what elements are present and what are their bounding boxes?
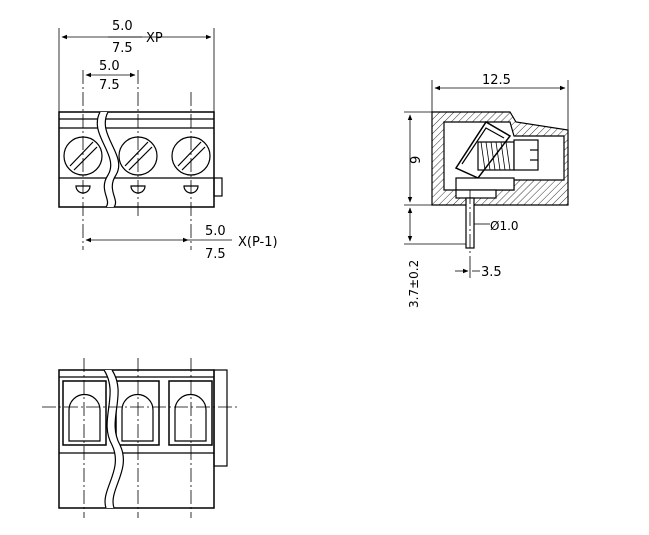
side-wire-clamp: [454, 120, 512, 179]
front-body-outline: [58, 111, 215, 208]
front-latch: [213, 177, 223, 197]
top-latch: [213, 369, 228, 467]
front-break-mask: [97, 112, 119, 207]
front-dim-single-bottom: 7.5: [99, 78, 120, 93]
top-break-line-left: [103, 369, 116, 509]
top-entry-1: [62, 380, 107, 446]
side-dim-pin-length: 3.7±0.2: [407, 260, 421, 308]
top-entry-3: [168, 380, 213, 446]
side-screw-head: [513, 139, 539, 171]
side-screw-thread: [477, 141, 515, 171]
front-dim-span-bottom: 7.5: [205, 247, 226, 262]
front-break-line-right: [104, 111, 120, 208]
side-dim-pin-offset: 3.5: [481, 265, 502, 280]
top-break-line-right: [111, 369, 124, 509]
front-hole-3: [183, 185, 199, 194]
side-view: 12.5 9 3.7±0.2 Ø1.0 3.5: [404, 73, 569, 308]
side-clamp-base: [455, 177, 515, 191]
side-dim-pin-diameter: Ø1.0: [490, 219, 519, 233]
front-dim-pitch-bottom: 7.5: [112, 41, 133, 56]
top-view: [42, 358, 238, 518]
side-clamp-inner: [461, 127, 505, 165]
front-dim-single-top: 5.0: [99, 59, 120, 74]
side-dim-depth: 12.5: [482, 73, 511, 88]
front-hole-1: [75, 185, 91, 194]
front-view: 5.0 7.5 XP 5.0 7.5 5.0 7.5 X(P-1): [58, 19, 278, 262]
front-dim-pitch-top: 5.0: [112, 19, 133, 34]
side-dim-height: 9: [409, 156, 424, 164]
front-hole-2: [130, 185, 146, 194]
side-base-plate: [455, 189, 497, 199]
front-break-line-left: [96, 111, 112, 208]
top-break-mask: [104, 370, 124, 508]
top-entry-2: [115, 380, 160, 446]
front-dim-span-suffix: X(P-1): [238, 235, 278, 250]
front-dim-pitch-suffix: XP: [146, 31, 163, 46]
front-dim-span-top: 5.0: [205, 224, 226, 239]
